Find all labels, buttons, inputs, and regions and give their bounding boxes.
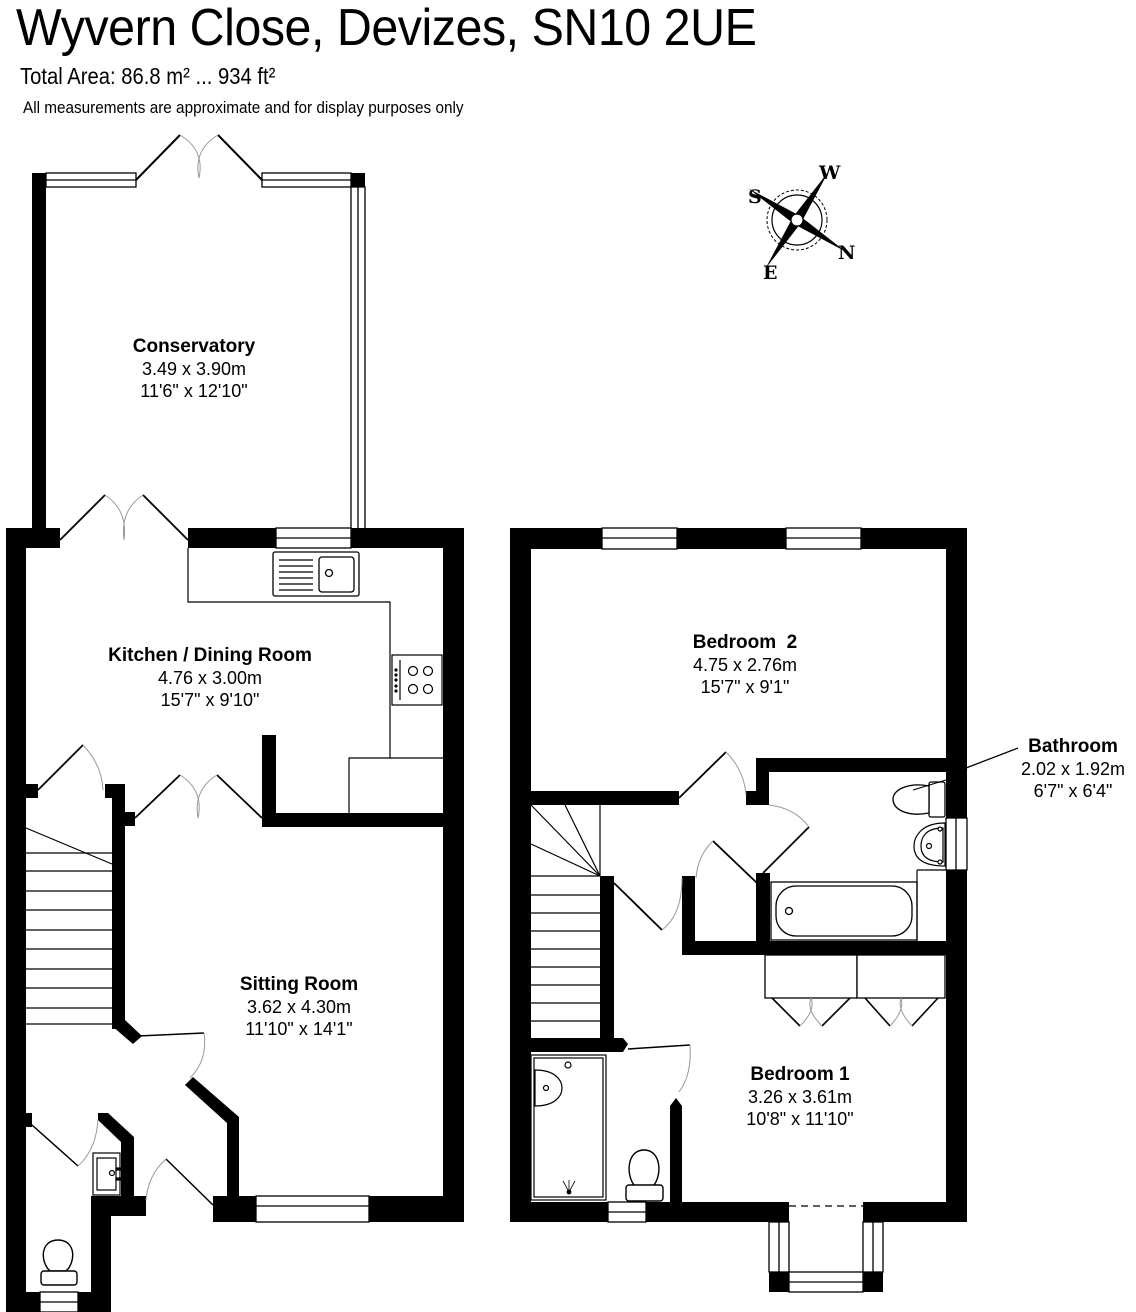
bedroom2-door-icon [678, 751, 747, 799]
room-imperial: 6'7" x 6'4" [1033, 781, 1113, 801]
hall-door-icon [37, 744, 104, 791]
airing-cupboard-door-icon [695, 840, 758, 884]
shower-tray-icon [530, 1054, 607, 1201]
first-floor-walls [510, 528, 967, 1222]
ensuite-door-icon [627, 1044, 691, 1093]
conservatory-french-doors-icon [135, 134, 263, 181]
ground-floor-plan [6, 134, 464, 1312]
bathroom-washbasin-icon [913, 822, 946, 867]
compass-east-label: E [763, 262, 778, 284]
bedroom2-window-left [601, 527, 678, 550]
room-metric: 3.62 x 4.30m [246, 997, 352, 1017]
front-door-icon [145, 1158, 214, 1206]
hob-icon [391, 654, 443, 706]
room-imperial: 11'10" x 14'1" [245, 1019, 353, 1039]
room-name: Sitting Room [239, 974, 359, 995]
wardrobe-icon [764, 954, 946, 1027]
room-imperial: 15'7" x 9'10" [160, 690, 260, 710]
bedroom1-door-icon [613, 877, 683, 931]
room-metric: 3.49 x 3.90m [141, 359, 247, 379]
ground-staircase-icon [25, 827, 113, 1025]
total-area-label: Total Area: 86.8 m² ... 934 ft² [20, 63, 276, 89]
bathroom-window [945, 817, 968, 871]
toilet-icon [40, 1239, 78, 1286]
property-address-title: Wyvern Close, Devizes, SN10 2UE [16, 0, 757, 57]
kitchen-french-doors-icon [59, 494, 189, 541]
washbasin-icon [92, 1152, 122, 1196]
sitting-room-window [255, 1195, 370, 1223]
disclaimer-text: All measurements are approximate and for… [23, 98, 464, 117]
wc-door-icon [31, 1119, 99, 1167]
sitting-french-doors-icon [134, 774, 263, 819]
ground-floor-walls [6, 528, 464, 1312]
ensuite-window [607, 1201, 647, 1223]
room-imperial: 11'6" x 12'10" [140, 381, 248, 401]
kitchen-worktop [187, 548, 443, 813]
room-label-bathroom: Bathroom 2.02 x 1.92m 6'7" x 6'4" [1021, 735, 1125, 802]
room-name: Bedroom 1 [750, 1064, 850, 1085]
compass-rose-icon [748, 171, 846, 269]
sink-icon [272, 551, 360, 597]
first-floor-staircase-icon [530, 804, 601, 1022]
bathroom-toilet-icon [892, 779, 947, 818]
room-metric: 4.76 x 3.00m [157, 668, 263, 688]
bathroom-door-icon [762, 804, 810, 874]
ensuite-toilet-icon [625, 1149, 664, 1202]
room-name: Conservatory [132, 336, 256, 357]
compass-north-label: N [838, 242, 856, 264]
room-label-kitchen: Kitchen / Dining Room 4.76 x 3.00m 15'7"… [108, 644, 312, 711]
room-imperial: 15'7" x 9'1" [700, 677, 790, 697]
room-name: Bedroom 2 [692, 632, 798, 653]
bath-icon [770, 881, 918, 941]
room-imperial: 10'8" x 11'10" [746, 1109, 854, 1129]
bay-window [768, 1205, 884, 1293]
room-label-conservatory: Conservatory 3.49 x 3.90m 11'6" x 12'10" [133, 335, 256, 402]
kitchen-window [275, 527, 352, 549]
first-floor-plan [510, 527, 1019, 1293]
room-label-bedroom2: Bedroom 2 4.75 x 2.76m 15'7" x 9'1" [693, 631, 798, 698]
bedroom2-window-right [785, 527, 862, 550]
wc-window [39, 1291, 79, 1312]
room-label-sitting-room: Sitting Room 3.62 x 4.30m 11'10" x 14'1" [240, 973, 358, 1040]
compass-south-label: S [748, 186, 762, 208]
bathroom-leader-line [965, 747, 1019, 769]
room-metric: 2.02 x 1.92m [1020, 759, 1126, 779]
room-name: Bathroom [1028, 736, 1118, 757]
room-label-bedroom1: Bedroom 1 3.26 x 3.61m 10'8" x 11'10" [746, 1063, 853, 1130]
room-metric: 4.75 x 2.76m [692, 655, 798, 675]
room-metric: 3.26 x 3.61m [747, 1087, 853, 1107]
sitting-room-door-icon [137, 1032, 206, 1079]
compass-west-label: W [819, 162, 841, 184]
room-name: Kitchen / Dining Room [108, 645, 312, 666]
